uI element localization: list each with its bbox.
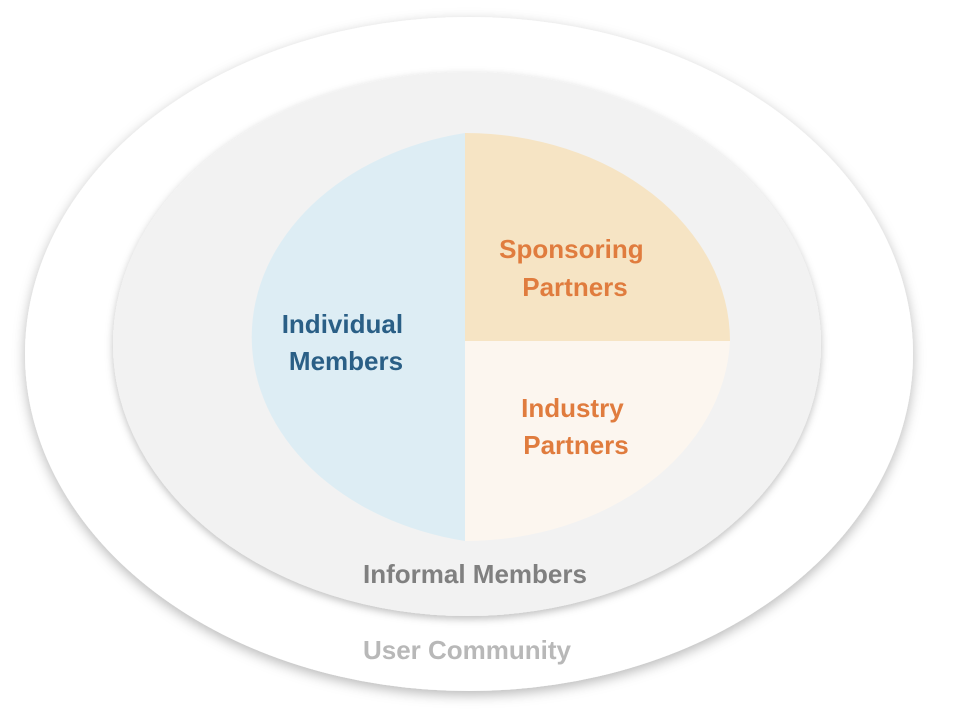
individual-members-label-line1: Individual: [282, 309, 403, 339]
sponsoring-partners-label: Sponsoring Partners: [499, 234, 651, 302]
sponsoring-partners-label-line2: Partners: [522, 272, 628, 302]
industry-partners-label: Industry Partners: [521, 393, 631, 460]
individual-members-label-line2: Members: [289, 346, 403, 376]
industry-partners-label-line2: Partners: [523, 430, 629, 460]
individual-members-segment: [251, 133, 465, 541]
sponsoring-partners-segment: [465, 133, 730, 341]
industry-partners-label-line1: Industry: [521, 393, 624, 423]
individual-members-label: Individual Members: [282, 309, 411, 376]
informal-members-label: Informal Members: [363, 559, 587, 589]
industry-partners-segment: [465, 341, 730, 542]
user-community-label: User Community: [363, 635, 572, 665]
sponsoring-partners-label-line1: Sponsoring: [499, 234, 643, 264]
